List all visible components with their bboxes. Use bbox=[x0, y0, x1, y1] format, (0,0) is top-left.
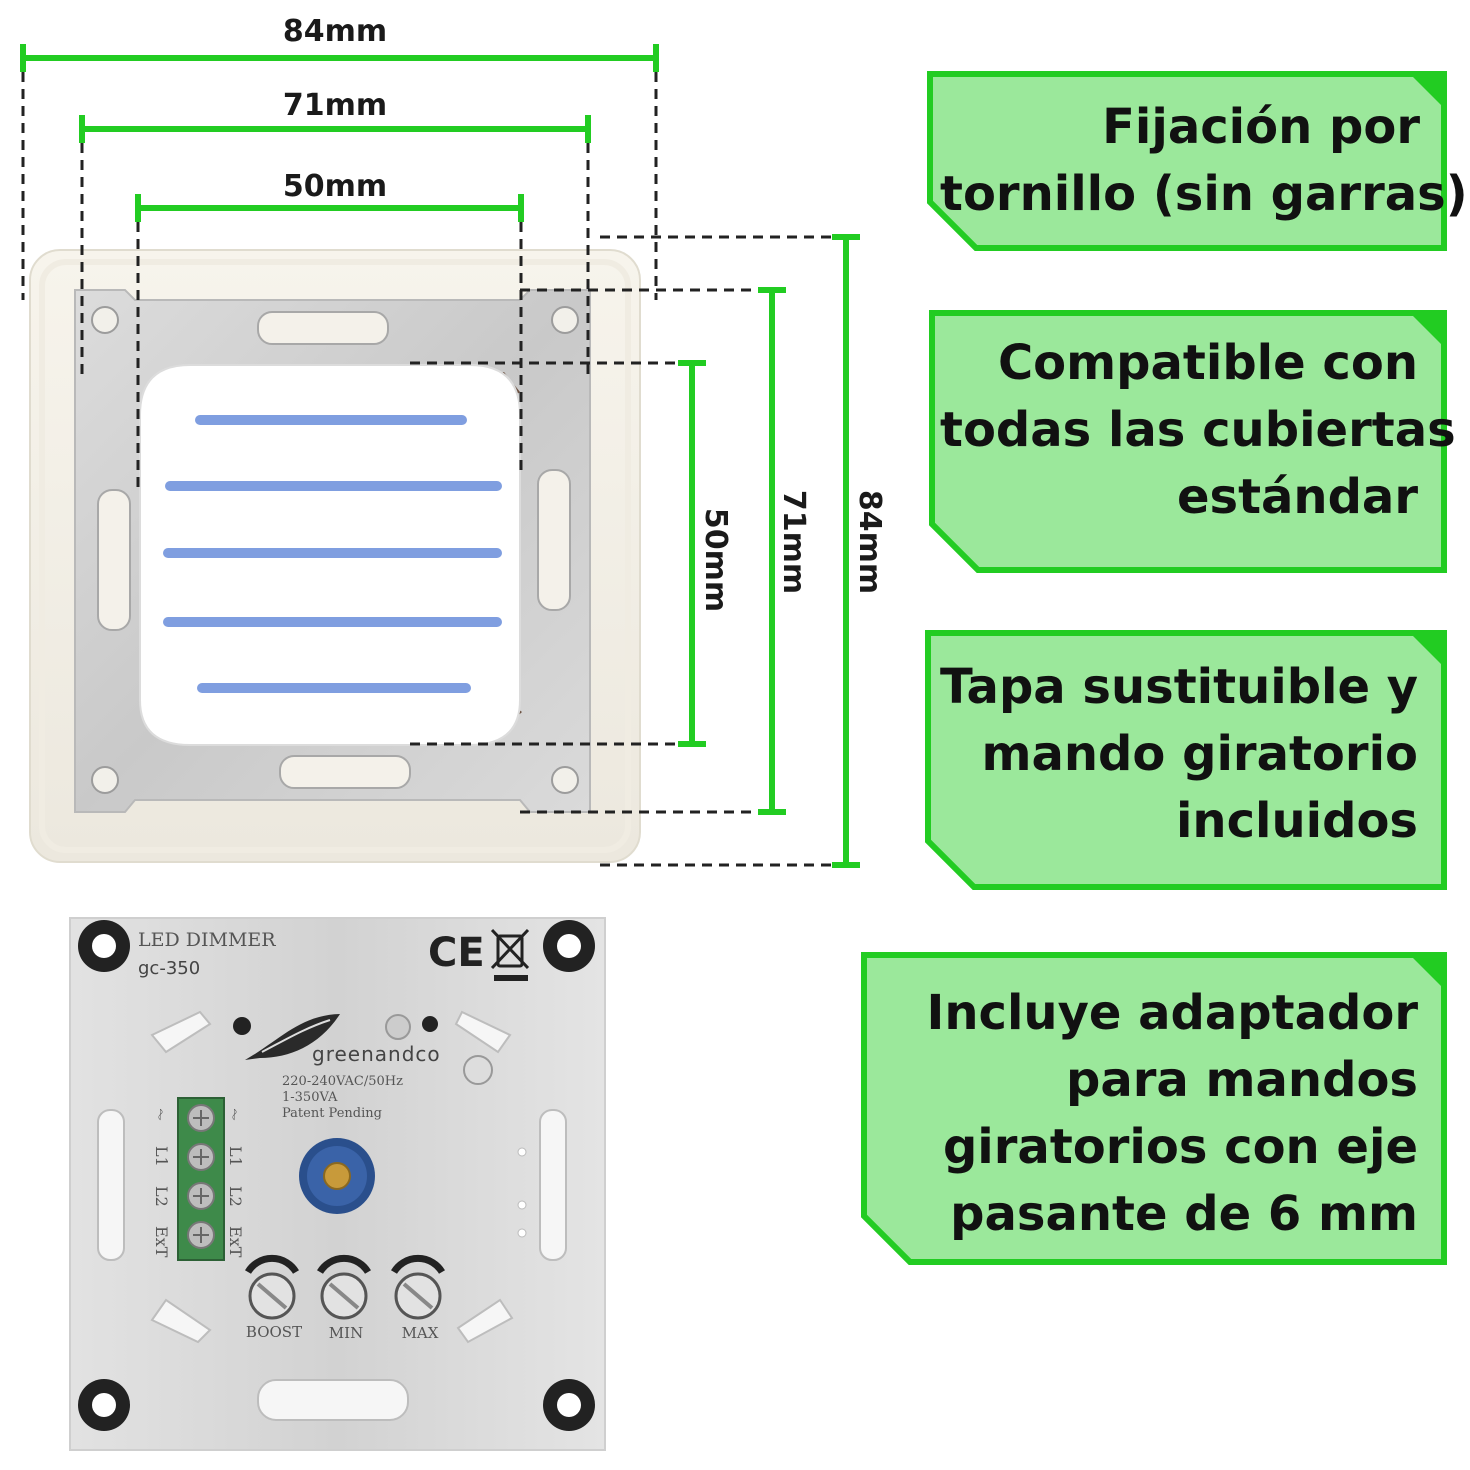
callout-4-line-4: pasante de 6 mm bbox=[950, 1186, 1418, 1242]
callout-4-line-2: para mandos bbox=[1065, 1052, 1418, 1108]
dim-label-71-h: 71mm bbox=[283, 88, 387, 123]
module-title: LED DIMMER bbox=[138, 929, 276, 951]
dimmer-module: LED DIMMER gc-350 CE greenandco 220-240V… bbox=[69, 917, 606, 1451]
min-knob[interactable] bbox=[317, 1254, 371, 1320]
callout-box-4 bbox=[861, 952, 1447, 1265]
callout-text-2: Compatible con todas las cubiertas están… bbox=[940, 330, 1456, 531]
terminal-labels-left: ⏦ L1 L2 ExT bbox=[152, 1108, 171, 1258]
callout-text-4: Incluye adaptador para mandos giratorios… bbox=[880, 980, 1418, 1248]
knob-label-boost: BOOST bbox=[246, 1323, 302, 1341]
leaf-logo-icon bbox=[233, 1014, 493, 1085]
knob-label-min: MIN bbox=[329, 1324, 363, 1342]
corner-holes bbox=[78, 920, 595, 1431]
svg-text:ExT: ExT bbox=[226, 1226, 245, 1258]
dim-label-50-v: 50mm bbox=[698, 508, 733, 612]
callout-3-line-3: incluidos bbox=[1175, 793, 1418, 849]
callout-1-line-2: tornillo (sin garras) bbox=[940, 166, 1468, 222]
spec-patent: Patent Pending bbox=[282, 1106, 382, 1121]
cover-slots bbox=[163, 415, 502, 693]
callout-box-1 bbox=[927, 71, 1447, 251]
screw-holes bbox=[91, 306, 579, 794]
terminal-block bbox=[177, 1097, 225, 1261]
cover-cap bbox=[139, 364, 521, 746]
terminal-labels-right: ⏦ L1 L2 ExT bbox=[226, 1108, 245, 1258]
callout-boxes bbox=[861, 71, 1447, 1265]
callout-3-line-2: mando giratorio bbox=[981, 726, 1418, 782]
callout-1-line-1: Fijación por bbox=[1102, 99, 1420, 155]
callout-box-2 bbox=[929, 310, 1447, 573]
dim-label-84-h: 84mm bbox=[283, 14, 387, 49]
ce-mark: CE bbox=[428, 930, 485, 976]
callout-3-line-1: Tapa sustituible y bbox=[940, 659, 1419, 715]
module-model: gc-350 bbox=[138, 958, 200, 979]
callout-text-3: Tapa sustituible y mando giratorio inclu… bbox=[940, 654, 1418, 855]
dim-label-84-v: 84mm bbox=[852, 490, 887, 594]
potentiometer-shaft bbox=[299, 1138, 375, 1214]
dimension-lines: 84mm 71mm 50mm 50mm 71mm 84mm bbox=[20, 14, 887, 868]
installation-frame bbox=[29, 249, 641, 863]
svg-text:L1: L1 bbox=[226, 1146, 245, 1167]
svg-text:ExT: ExT bbox=[152, 1226, 171, 1258]
svg-text:⏦: ⏦ bbox=[152, 1108, 171, 1121]
brand-name: greenandco bbox=[312, 1042, 441, 1066]
weee-bin-icon bbox=[490, 928, 530, 981]
knob-label-max: MAX bbox=[402, 1324, 439, 1342]
callout-2-line-2: todas las cubiertas bbox=[940, 402, 1456, 458]
boost-knob[interactable] bbox=[245, 1254, 299, 1320]
max-knob[interactable] bbox=[391, 1254, 445, 1320]
spec-voltage: 220-240VAC/50Hz bbox=[282, 1074, 403, 1089]
svg-text:L2: L2 bbox=[152, 1186, 171, 1207]
svg-text:L1: L1 bbox=[152, 1146, 171, 1167]
callout-4-line-1: Incluye adaptador bbox=[926, 985, 1418, 1041]
svg-text:L2: L2 bbox=[226, 1186, 245, 1207]
callout-2-line-1: Compatible con bbox=[997, 335, 1418, 391]
dim-label-50-h: 50mm bbox=[283, 169, 387, 204]
callout-text-1: Fijación por tornillo (sin garras) bbox=[940, 94, 1468, 228]
dim-label-71-v: 71mm bbox=[776, 490, 811, 594]
svg-text:⏦: ⏦ bbox=[226, 1108, 245, 1121]
callout-4-line-3: giratorios con eje bbox=[942, 1119, 1418, 1175]
callout-2-line-3: estándar bbox=[1176, 469, 1418, 525]
callout-box-3 bbox=[925, 630, 1447, 890]
trim-knobs bbox=[245, 1254, 445, 1320]
spec-power: 1-350VA bbox=[282, 1090, 338, 1105]
